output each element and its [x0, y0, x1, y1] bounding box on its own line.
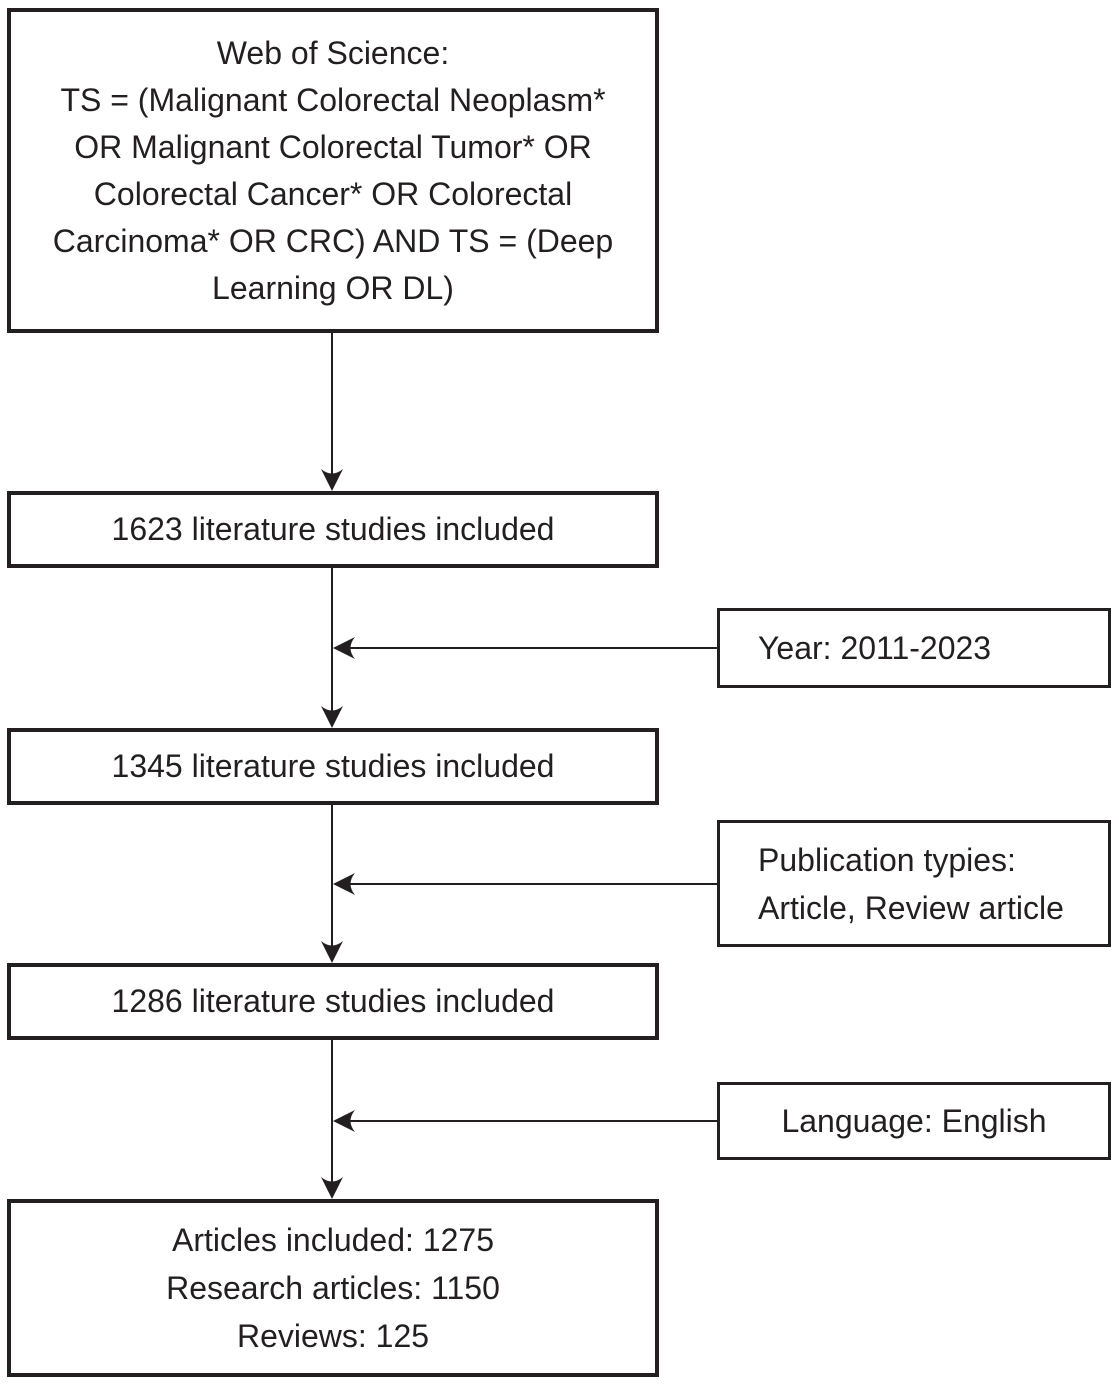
- node-stage-1623-included: 1623 literature studies included: [7, 491, 659, 568]
- connector-language-filter: [350, 1120, 717, 1122]
- stage-label: 1286 literature studies included: [111, 983, 555, 1019]
- filter-label: Year: 2011-2023: [758, 629, 992, 666]
- filter-label: Article, Review article: [758, 889, 1064, 926]
- search-query-line: OR Malignant Colorectal Tumor* OR: [74, 128, 592, 165]
- final-results-line: Reviews: 125: [236, 1318, 430, 1354]
- node-filter-language: Language: English: [717, 1082, 1111, 1160]
- filter-label: Publication typies:: [758, 841, 1016, 878]
- final-results-line: Research articles: 1150: [166, 1270, 500, 1306]
- node-filter-publication-type: Publication typies: Article, Review arti…: [717, 820, 1111, 947]
- stage-label: 1623 literature studies included: [111, 511, 555, 547]
- arrow-down-icon: [321, 469, 343, 491]
- final-results-line: Articles included: 1275: [172, 1222, 494, 1258]
- connector-1286-to-final: [331, 1040, 333, 1183]
- search-query-line: Carcinoma* OR CRC) AND TS = (Deep: [52, 222, 614, 259]
- connector-year-filter: [350, 647, 717, 649]
- arrow-left-icon: [333, 873, 355, 895]
- connector-search-to-1623: [331, 333, 333, 475]
- arrow-left-icon: [333, 1110, 355, 1132]
- search-query-line: Colorectal Cancer* OR Colorectal: [93, 175, 573, 212]
- connector-1345-to-1286: [331, 805, 333, 947]
- node-filter-year: Year: 2011-2023: [717, 608, 1111, 688]
- connector-1623-to-1345: [331, 568, 333, 712]
- node-search-query: Web of Science: TS = (Malignant Colorect…: [7, 8, 659, 333]
- node-final-results: Articles included: 1275 Research article…: [7, 1199, 659, 1377]
- arrow-down-icon: [321, 706, 343, 728]
- node-stage-1345-included: 1345 literature studies included: [7, 728, 659, 805]
- node-stage-1286-included: 1286 literature studies included: [7, 963, 659, 1040]
- search-query-line: TS = (Malignant Colorectal Neoplasm*: [60, 81, 606, 118]
- stage-label: 1345 literature studies included: [111, 748, 555, 784]
- connector-publication-filter: [350, 883, 717, 885]
- filter-label: Language: English: [781, 1102, 1047, 1139]
- search-query-line: Learning OR DL): [212, 269, 454, 306]
- search-query-line: Web of Science:: [216, 34, 450, 71]
- arrow-down-icon: [321, 1177, 343, 1199]
- arrow-down-icon: [321, 941, 343, 963]
- arrow-left-icon: [333, 637, 355, 659]
